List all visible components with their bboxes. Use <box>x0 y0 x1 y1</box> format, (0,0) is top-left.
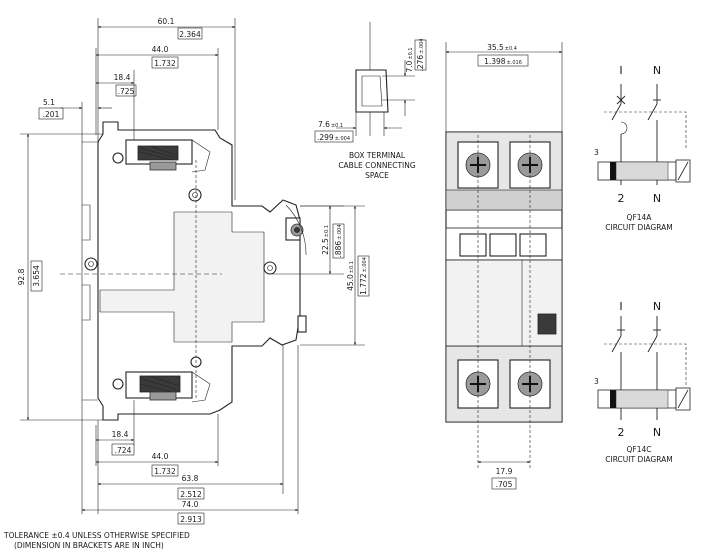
dim-7-0: 7.0±0.1 <box>405 47 414 72</box>
tolerance-notes: TOLERANCE ±0.4 UNLESS OTHERWISE SPECIFIE… <box>3 531 190 550</box>
circuit-a-label-2: 2 <box>618 192 625 205</box>
dim-74-0: 74.0 <box>182 500 199 509</box>
dim-22-5: 22.5±0.1 <box>321 225 330 255</box>
circuit-a-title: QF14A <box>627 213 653 222</box>
dim-35-5-inch: 1.398±.016 <box>484 57 522 66</box>
circuit-c-label-line: I <box>619 300 622 313</box>
rivet-icon <box>188 188 202 202</box>
box-terminal-detail: 7.0±0.1 .276±.004 7.6±0.1 .299±.004 BOX … <box>314 22 427 180</box>
dim-17-9-inch: .705 <box>496 480 513 489</box>
dim-5-1: 5.1 <box>43 98 55 107</box>
circuit-c-subtitle: CIRCUIT DIAGRAM <box>605 455 673 464</box>
dim-7-6: 7.6±0.1 <box>318 120 343 129</box>
rivet-icon <box>263 261 277 275</box>
bottom-terminal-mechanism <box>112 371 211 403</box>
circuit-a-label-n: N <box>653 192 661 205</box>
dim-35-5: 35.5±0.4 <box>487 43 517 52</box>
toggle-mechanism <box>285 204 307 333</box>
dim-92-8: 92.8 <box>17 268 26 285</box>
terminal-caption-line1: BOX TERMINAL <box>349 151 406 160</box>
dim-7-0-inch: .276±.004 <box>416 38 425 71</box>
dim-45-0-inch: 1.772±.004 <box>359 257 368 295</box>
circuit-c-label-n: N <box>653 426 661 439</box>
circuit-diagram-qf14c: I N 3 2 N QF14C CIRCUIT DIAGRAM <box>594 300 691 464</box>
top-terminal-mechanism <box>112 139 211 173</box>
circuit-a-label-line: I <box>619 64 622 77</box>
dim-18-4-bottom: 18.4 <box>112 430 129 439</box>
terminal-caption-line3: SPACE <box>365 171 389 180</box>
circuit-a-label-3: 3 <box>594 148 599 157</box>
dim-18-4-top: 18.4 <box>114 73 131 82</box>
circuit-c-title: QF14C <box>627 445 652 454</box>
dim-63-8: 63.8 <box>182 474 199 483</box>
test-button <box>537 313 557 335</box>
side-view: 60.1 2.364 44.0 1.732 18.4 .725 5.1 .201… <box>17 17 370 525</box>
dim-63-8-inch: 2.512 <box>180 490 202 499</box>
label-window <box>99 211 265 343</box>
dim-22-5-inch: .886±.004 <box>334 224 343 257</box>
dim-74-0-inch: 2.913 <box>180 515 202 524</box>
dim-18-4-bottom-inch: .724 <box>115 446 132 455</box>
dim-44-bottom-inch: 1.732 <box>154 467 176 476</box>
dim-44-bottom: 44.0 <box>152 452 169 461</box>
rivet-icon <box>84 257 98 271</box>
circuit-c-label-3: 3 <box>594 377 599 386</box>
dim-5-1-inch: .201 <box>43 110 60 119</box>
dim-60-1-inch: 2.364 <box>179 30 201 39</box>
dim-18-4-top-inch: .725 <box>118 87 135 96</box>
dim-44-top-inch: 1.732 <box>154 59 176 68</box>
bracket-note: (DIMENSION IN BRACKETS ARE IN INCH) <box>14 541 164 550</box>
circuit-diagram-qf14a: I N 3 2 N QF14A CIRCUIT DIAGRAM <box>594 64 691 232</box>
dim-92-8-inch: 3.654 <box>32 265 41 287</box>
dim-17-9: 17.9 <box>496 467 513 476</box>
dim-60-1: 60.1 <box>158 17 175 26</box>
dim-45-0: 45.0±0.1 <box>346 261 355 291</box>
circuit-a-subtitle: CIRCUIT DIAGRAM <box>605 223 673 232</box>
tolerance-note: TOLERANCE ±0.4 UNLESS OTHERWISE SPECIFIE… <box>3 531 190 540</box>
terminal-caption-line2: CABLE CONNECTING <box>338 161 416 170</box>
front-view: 35.5±0.4 1.398±.016 17.9 <box>445 42 563 490</box>
dim-7-6-inch: .299±.004 <box>317 133 350 142</box>
circuit-a-label-neutral: N <box>653 64 661 77</box>
circuit-c-label-2: 2 <box>618 426 625 439</box>
circuit-c-label-neutral: N <box>653 300 661 313</box>
dim-44-top: 44.0 <box>152 45 169 54</box>
